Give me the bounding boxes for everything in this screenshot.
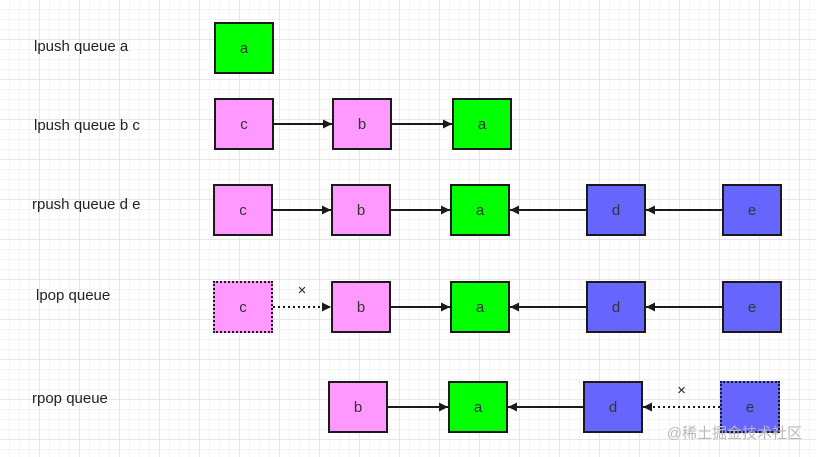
node-a: a: [450, 281, 510, 333]
node-b: b: [328, 381, 388, 433]
row-label: lpush queue a: [34, 38, 129, 55]
node-a: a: [214, 22, 274, 74]
node-a: a: [448, 381, 508, 433]
node-d: d: [583, 381, 643, 433]
node-c: c: [213, 184, 273, 236]
node-b: b: [331, 281, 391, 333]
watermark: @稀土掘金技术社区: [666, 425, 802, 442]
node-e: e: [722, 184, 782, 236]
node-b: b: [331, 184, 391, 236]
node-c: c: [214, 98, 274, 150]
links-layer: ××: [273, 119, 722, 412]
row-label: lpush queue b c: [34, 117, 140, 134]
removed-node-c: c: [213, 281, 273, 333]
removed-node-e: e: [720, 381, 780, 433]
node-a: a: [452, 98, 512, 150]
node-a: a: [450, 184, 510, 236]
node-d: d: [586, 281, 646, 333]
row-label: lpop queue: [36, 287, 111, 304]
node-e: e: [722, 281, 782, 333]
row-label: rpop queue: [32, 390, 108, 407]
node-b: b: [332, 98, 392, 150]
removed-mark: ×: [298, 282, 307, 299]
row-label: rpush queue d e: [32, 196, 141, 213]
node-d: d: [586, 184, 646, 236]
removed-mark: ×: [677, 382, 686, 399]
